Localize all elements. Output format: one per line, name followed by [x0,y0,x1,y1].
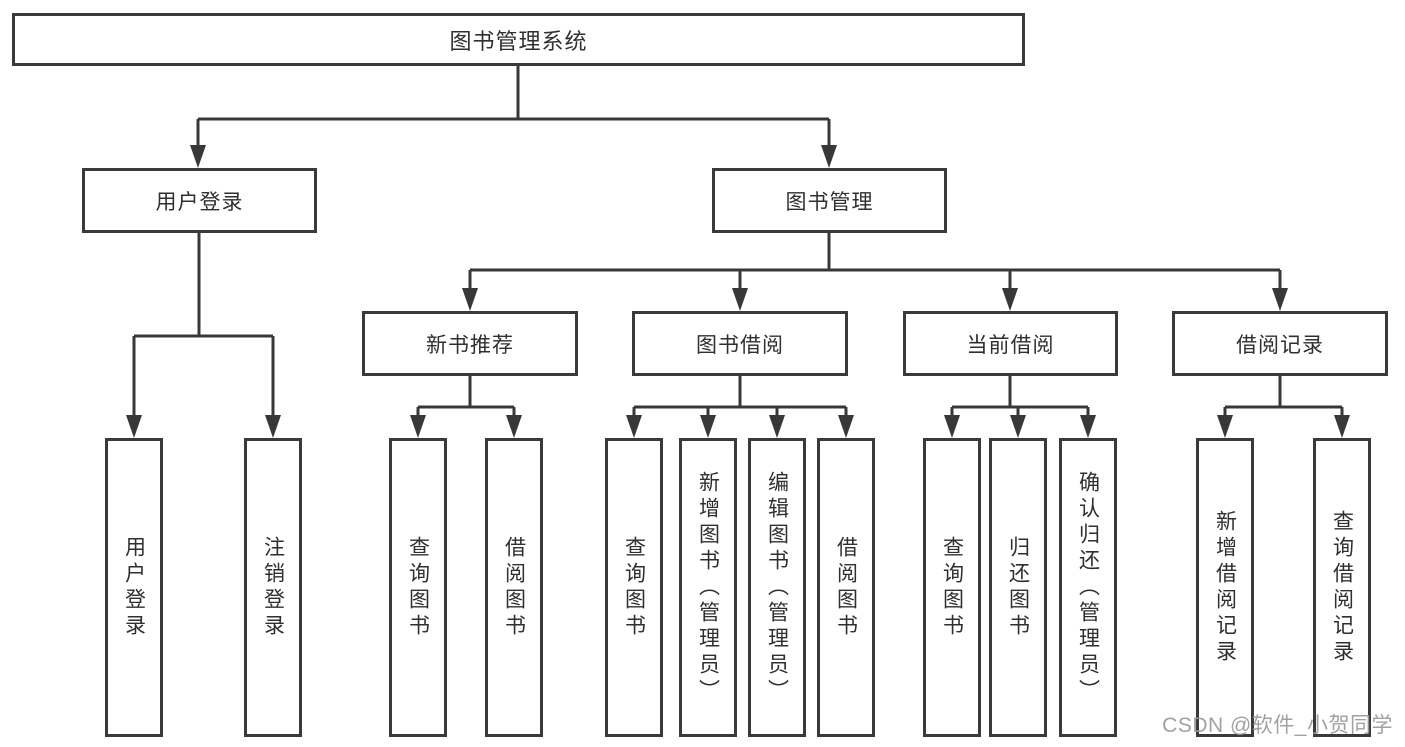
node-label: 新增图书（管理员） [696,470,720,705]
node-label: 借阅图书 [834,535,858,640]
node-label: 借阅图书 [502,535,526,640]
node-label: 图书借阅 [696,333,784,357]
node-label: 当前借阅 [966,333,1055,357]
leaf-return-books: 归还图书 [989,438,1047,737]
leaf-add-book-admin: 新增图书（管理员） [679,438,737,737]
node-label: 编辑图书（管理员） [765,470,789,705]
node-book-borrowing: 图书借阅 [632,311,848,376]
leaf-confirm-return-admin: 确认归还（管理员） [1059,438,1117,737]
watermark: CSDN @软件_小贺同学 [1162,714,1393,737]
leaf-user-login: 用户登录 [105,438,163,737]
leaf-add-borrowing-record: 新增借阅记录 [1196,438,1254,737]
node-label: 查询借阅记录 [1330,509,1354,666]
node-label: 图书管理系统 [449,28,588,54]
node-label: 新书推荐 [426,333,514,357]
node-new-book-recommendation: 新书推荐 [362,311,578,376]
node-label: 确认归还（管理员） [1076,470,1100,705]
node-label: 查询图书 [940,535,964,640]
connector-wires [132,66,1344,422]
node-library-management-system: 图书管理系统 [12,13,1025,66]
node-label: 新增借阅记录 [1213,509,1237,666]
node-label: 借阅记录 [1236,333,1324,357]
node-label: 注销登录 [261,535,285,640]
node-label: 归还图书 [1006,535,1030,640]
leaf-logout: 注销登录 [244,438,302,737]
leaf-edit-book-admin: 编辑图书（管理员） [748,438,806,737]
node-label: 查询图书 [406,535,430,640]
node-label: 图书管理 [785,190,874,214]
node-book-management: 图书管理 [712,168,947,233]
leaf-query-books-current: 查询图书 [923,438,981,737]
leaf-borrow-books: 借阅图书 [817,438,875,737]
node-user-login: 用户登录 [82,168,317,233]
arrowhead-icons [126,145,1350,438]
leaf-query-books-borrowing: 查询图书 [605,438,663,737]
leaf-query-books-recommend: 查询图书 [389,438,447,737]
node-label: 用户登录 [155,190,244,214]
node-current-borrowing: 当前借阅 [903,311,1118,376]
leaf-borrow-books-recommend: 借阅图书 [485,438,543,737]
node-borrowing-records: 借阅记录 [1172,311,1388,376]
node-label: 用户登录 [122,535,146,640]
leaf-query-borrowing-record: 查询借阅记录 [1313,438,1371,737]
node-label: 查询图书 [622,535,646,640]
